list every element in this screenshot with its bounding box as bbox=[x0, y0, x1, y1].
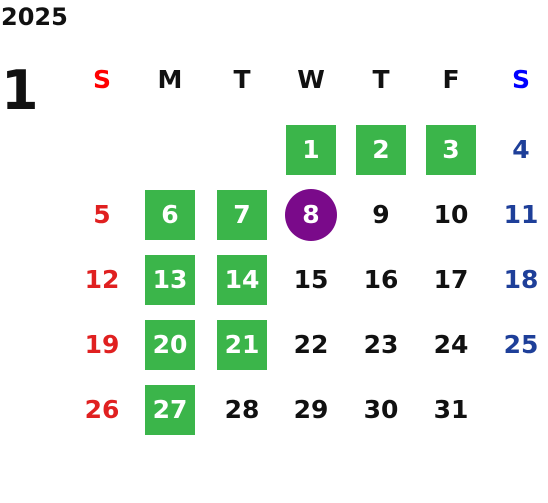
calendar-day-4[interactable]: 4 bbox=[512, 135, 530, 164]
calendar-day-22[interactable]: 22 bbox=[293, 330, 329, 359]
calendar-day-28[interactable]: 28 bbox=[224, 395, 260, 424]
weekday-header-thu: T bbox=[372, 65, 390, 94]
calendar-day-29[interactable]: 29 bbox=[293, 395, 329, 424]
calendar-day-27[interactable]: 27 bbox=[145, 385, 195, 435]
calendar-day-8[interactable]: 8 bbox=[285, 189, 337, 241]
month-number: 1 bbox=[1, 59, 39, 122]
calendar-day-19[interactable]: 19 bbox=[84, 330, 120, 359]
calendar-day-25[interactable]: 25 bbox=[503, 330, 539, 359]
calendar-day-12[interactable]: 12 bbox=[84, 265, 120, 294]
calendar-day-30[interactable]: 30 bbox=[363, 395, 399, 424]
calendar-day-17[interactable]: 17 bbox=[433, 265, 469, 294]
year-label: 2025 bbox=[1, 3, 68, 31]
calendar-day-10[interactable]: 10 bbox=[433, 200, 469, 229]
calendar-day-13[interactable]: 13 bbox=[145, 255, 195, 305]
weekday-header-wed: W bbox=[297, 65, 325, 94]
calendar-day-18[interactable]: 18 bbox=[503, 265, 539, 294]
calendar-day-20[interactable]: 20 bbox=[145, 320, 195, 370]
calendar-day-23[interactable]: 23 bbox=[363, 330, 399, 359]
calendar-day-9[interactable]: 9 bbox=[372, 200, 390, 229]
weekday-header-sun: S bbox=[92, 65, 111, 94]
calendar-day-2[interactable]: 2 bbox=[356, 125, 406, 175]
calendar-day-6[interactable]: 6 bbox=[145, 190, 195, 240]
weekday-header-fri: F bbox=[442, 65, 460, 94]
weekday-header-mon: M bbox=[157, 65, 183, 94]
calendar-day-7[interactable]: 7 bbox=[217, 190, 267, 240]
calendar-day-26[interactable]: 26 bbox=[84, 395, 120, 424]
calendar-day-16[interactable]: 16 bbox=[363, 265, 399, 294]
calendar-day-11[interactable]: 11 bbox=[503, 200, 539, 229]
calendar-day-3[interactable]: 3 bbox=[426, 125, 476, 175]
calendar-day-1[interactable]: 1 bbox=[286, 125, 336, 175]
calendar-day-5[interactable]: 5 bbox=[93, 200, 111, 229]
calendar-day-21[interactable]: 21 bbox=[217, 320, 267, 370]
weekday-header-sat: S bbox=[511, 65, 530, 94]
calendar-day-31[interactable]: 31 bbox=[433, 395, 469, 424]
calendar-day-15[interactable]: 15 bbox=[293, 265, 329, 294]
calendar-day-24[interactable]: 24 bbox=[433, 330, 469, 359]
calendar-day-14[interactable]: 14 bbox=[217, 255, 267, 305]
weekday-header-tue: T bbox=[233, 65, 251, 94]
